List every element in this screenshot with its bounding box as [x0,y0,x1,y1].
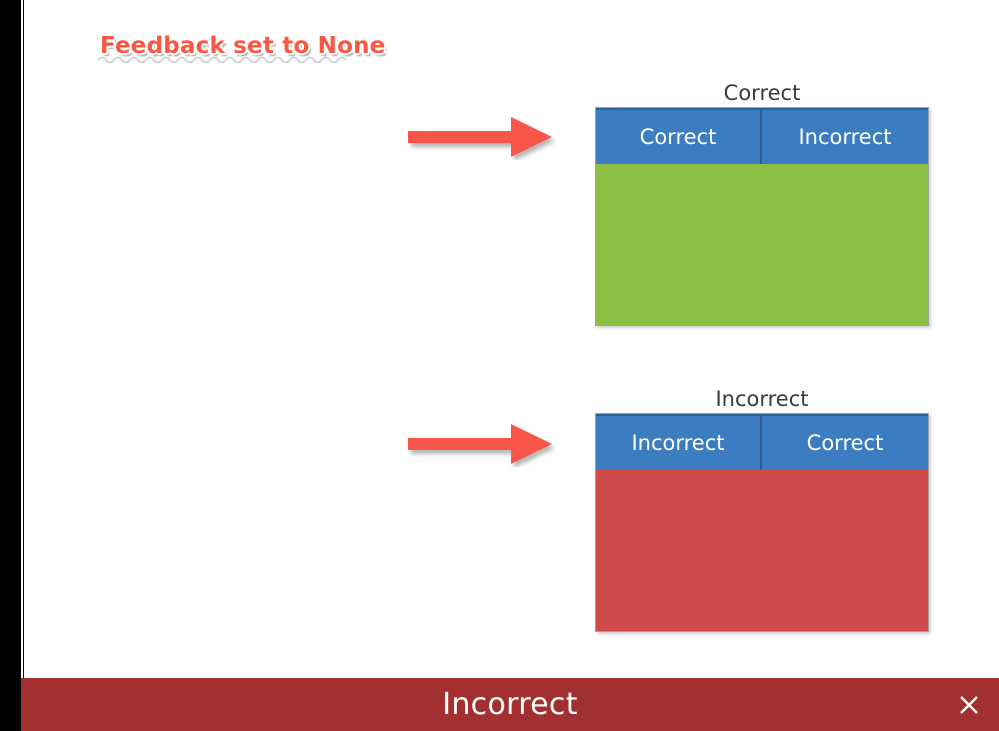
feedback-banner-message: Incorrect [442,687,578,722]
gutter-hairline [23,0,24,731]
result-block-label-correct: Correct [723,81,801,105]
result-block-label-incorrect: Incorrect [715,387,809,411]
result-block-correct: Correct Correct Incorrect [595,80,929,326]
page-title: Feedback set to None [100,33,386,59]
table-header-cell-1[interactable]: Incorrect [762,108,928,164]
table-header-cell-0[interactable]: Correct [596,108,762,164]
answer-table-incorrect: Incorrect Correct [595,413,929,632]
feedback-banner: Incorrect [21,678,999,731]
table-body-correct [596,164,928,325]
table-header-row: Correct Incorrect [596,108,928,164]
close-icon[interactable] [953,689,985,721]
answer-table-correct: Correct Incorrect [595,107,929,326]
gutter-seam [21,0,23,731]
table-header-cell-0[interactable]: Incorrect [596,414,762,470]
arrow-pointing-to-correct-table [408,117,552,157]
table-header-cell-1[interactable]: Correct [762,414,928,470]
table-body-incorrect [596,470,928,631]
result-block-incorrect: Incorrect Incorrect Correct [595,386,929,632]
left-black-gutter [0,0,21,731]
arrow-pointing-to-incorrect-table [408,424,552,464]
table-header-row: Incorrect Correct [596,414,928,470]
